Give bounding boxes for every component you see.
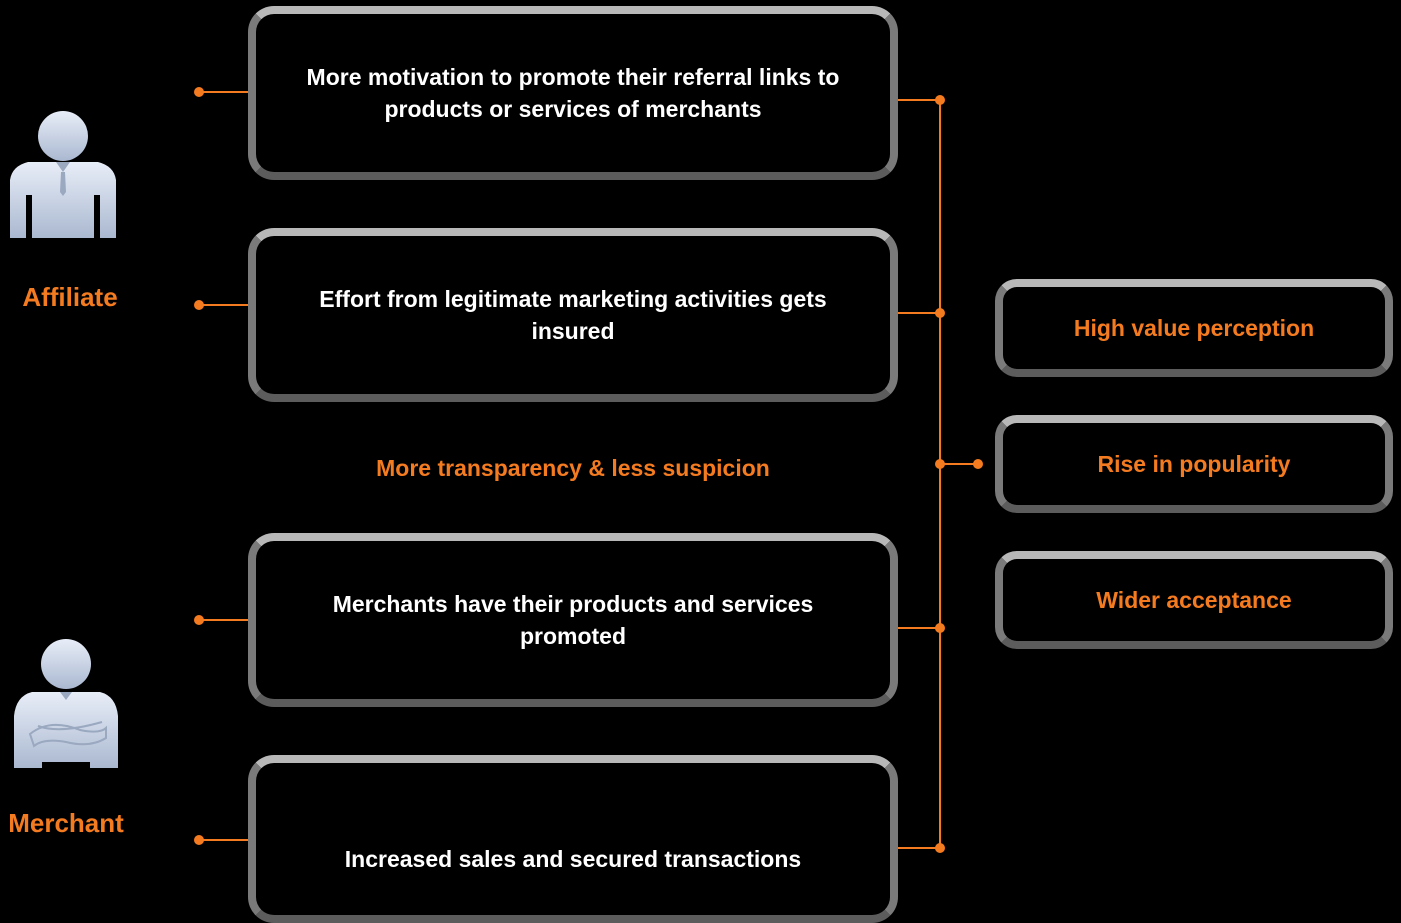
connector-dot: [194, 87, 204, 97]
connector-dot: [935, 459, 945, 469]
affiliate-label: Affiliate: [22, 282, 118, 312]
outcome-box-acceptance: Wider acceptance: [995, 551, 1393, 649]
connector-dot: [194, 300, 204, 310]
merchant-person-icon: [10, 638, 122, 773]
benefit-box-promoted: Merchants have their products and servic…: [248, 533, 898, 707]
benefit-text: More motivation to promote their referra…: [306, 64, 840, 122]
benefit-box-motivation: More motivation to promote their referra…: [248, 6, 898, 180]
merchant-label: Merchant: [8, 808, 124, 838]
transparency-label: More transparency & less suspicion: [376, 455, 770, 481]
benefit-box-effort: Effort from legitimate marketing activit…: [248, 228, 898, 402]
outcome-text: Rise in popularity: [1097, 450, 1291, 477]
outcome-box-value: High value perception: [995, 279, 1393, 377]
outcome-text: High value perception: [1073, 314, 1315, 341]
affiliate-person-icon: [8, 110, 118, 243]
outcome-box-popularity: Rise in popularity: [995, 415, 1393, 513]
benefit-text: Merchants have their products and servic…: [332, 591, 814, 649]
benefit-text: Increased sales and secured transactions: [344, 846, 802, 872]
connector-dot: [194, 615, 204, 625]
connector-dot: [973, 459, 983, 469]
outcome-text: Wider acceptance: [1096, 586, 1292, 613]
benefit-text: Effort from legitimate marketing activit…: [319, 286, 827, 344]
connector-dot: [194, 835, 204, 845]
benefit-box-sales: Increased sales and secured transactions: [248, 755, 898, 923]
